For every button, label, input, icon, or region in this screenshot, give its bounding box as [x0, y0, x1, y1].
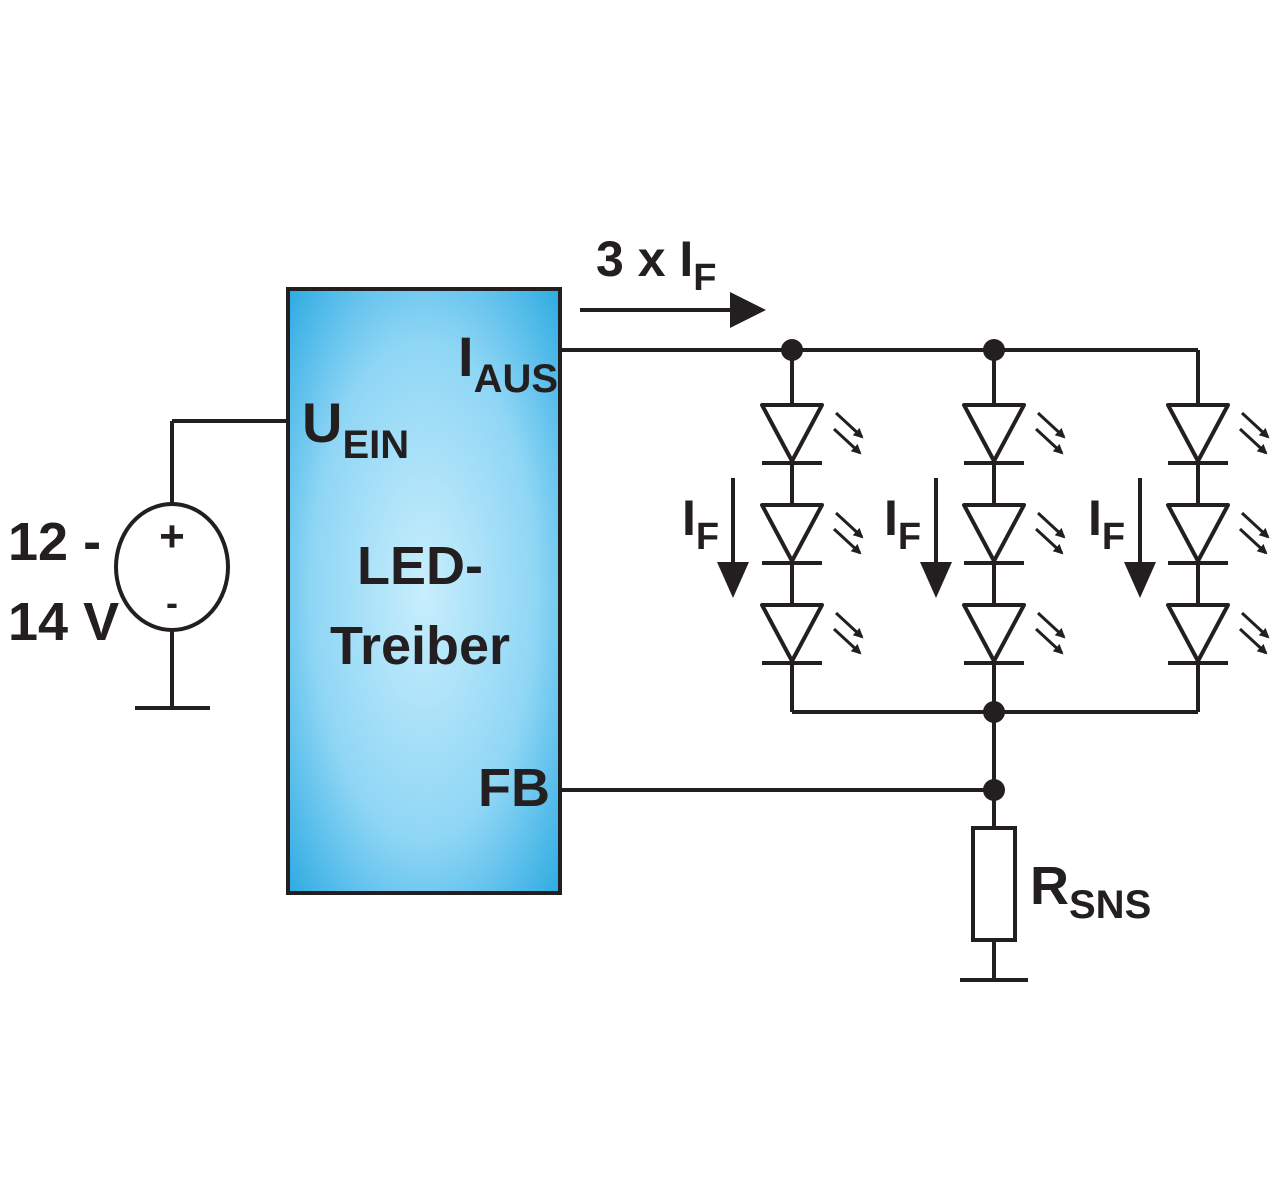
pin-uein-label: UEIN — [302, 391, 409, 467]
sense-resistor-label: RSNS — [1030, 856, 1151, 927]
pin-iaus-sub: AUS — [474, 357, 558, 401]
pin-iaus-label: IAUS — [458, 325, 558, 401]
output-current-arrow-icon — [730, 292, 766, 328]
sense-resistor-icon — [971, 826, 1017, 942]
led-diode-icon — [1168, 605, 1268, 663]
branch-current-main: I — [682, 490, 696, 546]
source-voltage-line2: 14 V — [8, 592, 119, 652]
pin-fb-label: FB — [478, 758, 550, 818]
branch-current-main: I — [1088, 490, 1102, 546]
led-diode-icon — [762, 505, 862, 563]
branch-current-2: IF — [884, 478, 952, 598]
led-diode-icon — [964, 405, 1064, 463]
branch-current-sub: F — [1102, 516, 1125, 558]
output-current-sub: F — [693, 257, 716, 299]
led-diode-icon — [1168, 505, 1268, 563]
branch-current-arrow-icon — [717, 562, 749, 598]
voltage-source: + - 12 - 14 V — [8, 419, 288, 710]
branch-current-label: IF — [682, 490, 719, 558]
led-diode-icon — [1168, 405, 1268, 463]
pin-iaus-main: I — [458, 325, 474, 388]
branch-current-main: I — [884, 490, 898, 546]
source-plus-sign: + — [159, 512, 185, 561]
branch-current-1: IF — [682, 478, 749, 598]
source-minus-sign: - — [166, 582, 178, 623]
output-current-label: 3 x IF — [596, 231, 717, 299]
pin-uein-sub: EIN — [342, 423, 409, 467]
branch-current-sub: F — [696, 516, 719, 558]
branch-current-3: IF — [1088, 478, 1156, 598]
driver-name-line2: Treiber — [330, 616, 510, 676]
output-current-main: 3 x I — [596, 231, 693, 287]
junction-dot — [983, 779, 1005, 801]
branch-current-label: IF — [1088, 490, 1125, 558]
driver-box — [286, 287, 562, 895]
sense-resistor-sub: SNS — [1069, 883, 1151, 927]
branch-current-arrow-icon — [920, 562, 952, 598]
sense-resistor-main: R — [1030, 856, 1069, 916]
feedback-network: RSNS — [560, 712, 1151, 982]
output-current-indicator: 3 x IF — [580, 231, 766, 328]
pin-uein-main: U — [302, 391, 342, 454]
led-array: IF IF IF — [560, 339, 1268, 723]
branch-current-arrow-icon — [1124, 562, 1156, 598]
branch-current-label: IF — [884, 490, 921, 558]
led-diode-icon — [964, 505, 1064, 563]
branch-current-sub: F — [898, 516, 921, 558]
led-diode-icon — [762, 605, 862, 663]
driver-name-line1: LED- — [357, 536, 483, 596]
led-diode-icon — [964, 605, 1064, 663]
led-diode-icon — [762, 405, 862, 463]
source-voltage-line1: 12 - — [8, 512, 101, 572]
led-driver-block: LED- Treiber UEIN IAUS FB — [286, 287, 562, 895]
